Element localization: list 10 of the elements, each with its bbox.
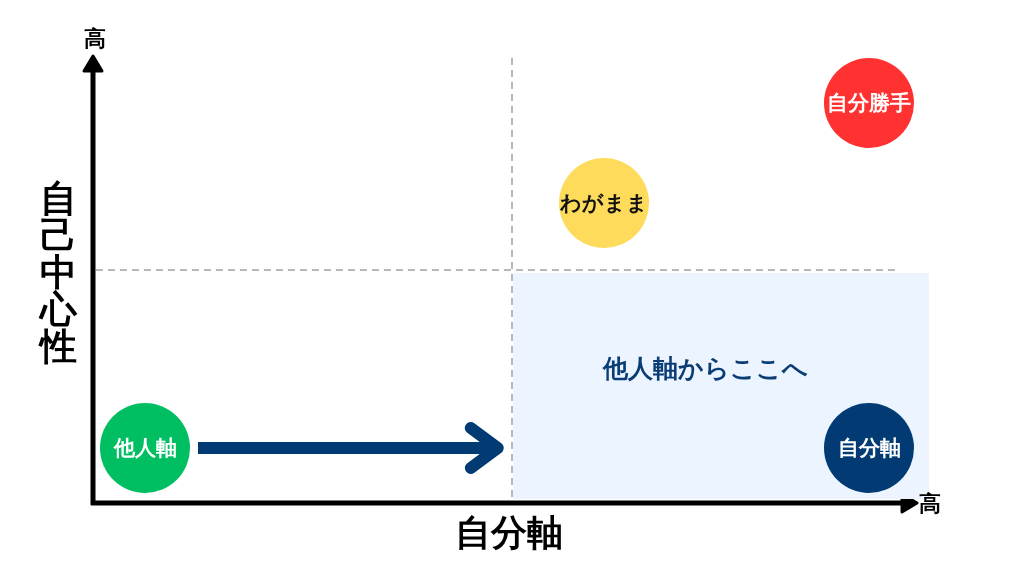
axis-title: 自分軸 [455, 515, 563, 551]
axis-title: 自己中心性 [40, 180, 77, 365]
category-circle: わがまま [559, 158, 649, 248]
category-circle: 自分軸 [824, 403, 914, 493]
category-circle: 他人軸 [100, 403, 190, 493]
axis-end-label: 高 [84, 28, 106, 50]
category-circle: 自分勝手 [824, 58, 914, 148]
area-label: 他人軸からここへ [603, 356, 808, 381]
axis-end-label: 高 [919, 493, 941, 515]
arrow [198, 422, 504, 474]
